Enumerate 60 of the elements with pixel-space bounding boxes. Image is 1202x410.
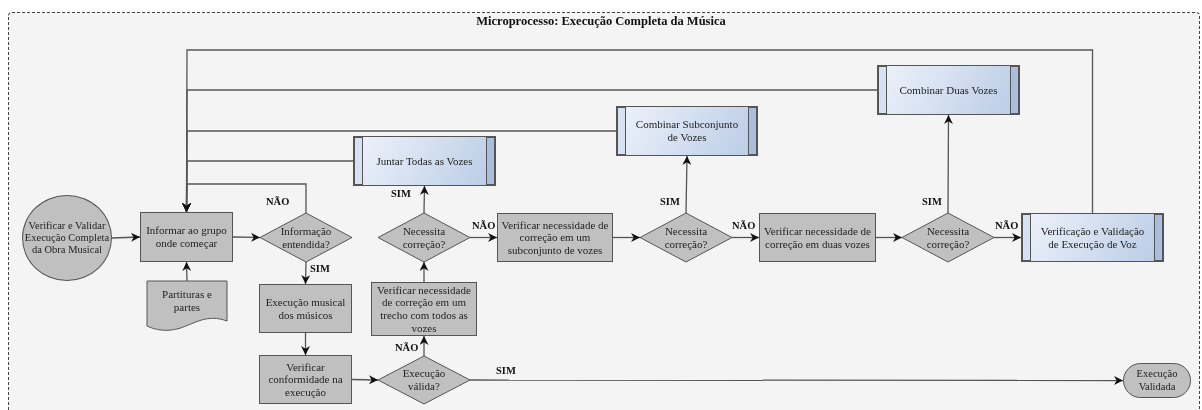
process-box [140, 212, 233, 262]
subprocess-box [616, 106, 758, 156]
edge-label: SIM [310, 264, 330, 275]
edge-label: NÃO [395, 343, 419, 354]
step-label: Execução válida? [401, 367, 447, 393]
arrow [232, 232, 261, 242]
arrow [682, 155, 692, 214]
decision-diamond [260, 213, 352, 262]
step-label: Combinar Duas Vozes [898, 83, 999, 97]
step-label: Verificar conformidade na execução [267, 360, 344, 399]
step-label: Necessita correção? [925, 224, 971, 251]
diagram-title: Microprocesso: Execução Completa da Música [475, 14, 727, 29]
step-label: Combinar Subconjunto de Vozes [634, 118, 740, 144]
edge-label: SIM [391, 189, 411, 200]
edge-label: SIM [922, 197, 942, 208]
arrow [111, 232, 141, 242]
step-label: Informar ao grupo onde começar [145, 224, 228, 250]
step-label: Verificar necessidade de correção em duas vozes [763, 224, 872, 251]
arrow [419, 185, 429, 214]
step-label: Verificar e Validar Execução Completa da Obra Musical [23, 219, 111, 257]
edge-label: NÃO [266, 197, 290, 208]
step-label: Necessita correção? [663, 224, 709, 251]
edge-label: SIM [660, 197, 680, 208]
decision-diamond [902, 213, 994, 262]
process-box [759, 213, 876, 262]
step-label: Informação entendida? [279, 224, 333, 251]
arrow [301, 332, 310, 356]
edge-label: NÃO [472, 221, 496, 232]
decision-diamond [378, 213, 470, 262]
arrow [419, 261, 429, 283]
decision-diamond [378, 356, 470, 404]
decision-diamond [640, 213, 732, 262]
arrow [351, 375, 379, 385]
step-label: Verificação e Validação de Execução de Voz [1039, 224, 1146, 251]
arrow [731, 233, 760, 242]
arrow [469, 376, 1124, 385]
edge-label: NÃO [995, 221, 1019, 232]
subprocess-box [1021, 213, 1164, 262]
subprocess-box [877, 65, 1020, 115]
arrow [469, 233, 498, 242]
step-label: Execução musical dos músicos [264, 295, 347, 322]
arrow [182, 261, 192, 282]
step-label: Juntar Todas as Vozes [375, 154, 474, 168]
step-label: Partituras e partes [161, 288, 213, 315]
step-label: Execução Validada [1135, 368, 1179, 393]
arrow [301, 261, 311, 285]
process-box [259, 284, 352, 333]
arrow [993, 233, 1022, 242]
arrow [943, 114, 953, 214]
arrow [182, 49, 1094, 214]
step-label: Verificar necessidade de correção em um trecho com todos as vozes [376, 283, 472, 335]
edge-label: SIM [496, 366, 516, 377]
arrow [419, 335, 429, 357]
edge-label: NÃO [732, 221, 756, 232]
arrow [612, 233, 641, 242]
step-label: Verificar necessidade de correção em um subconjunto de vozes [500, 218, 610, 257]
step-label: Necessita correção? [401, 224, 447, 251]
arrow [875, 233, 903, 242]
subprocess-box [353, 136, 496, 186]
process-box [259, 355, 352, 404]
